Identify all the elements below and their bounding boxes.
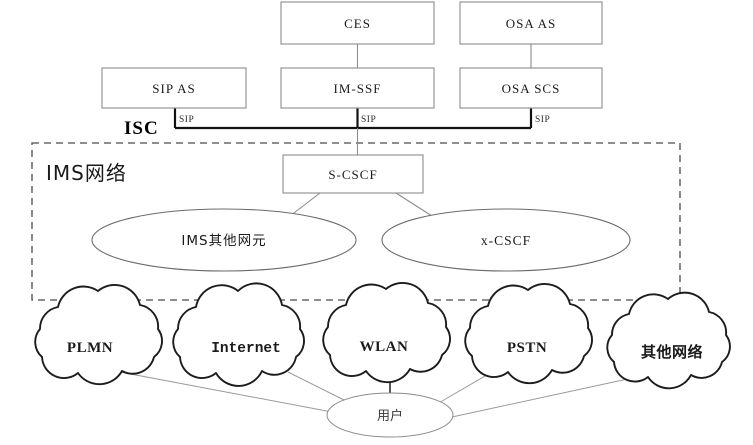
node-s-cscf[interactable]: S-CSCF bbox=[282, 154, 424, 194]
isc-bus-label: ISC bbox=[124, 118, 159, 139]
node-osa-as[interactable]: OSA AS bbox=[459, 1, 603, 45]
node-pstn[interactable]: PSTN bbox=[464, 283, 593, 385]
ces-box[interactable] bbox=[280, 1, 435, 45]
node-user[interactable]: 用户 bbox=[326, 392, 454, 438]
node-im-ssf[interactable]: IM-SSF bbox=[280, 67, 435, 109]
link-other-networks-to-user bbox=[451, 374, 647, 418]
ims-other-elements-label: IMS其他网元 bbox=[181, 233, 266, 249]
user-ellipse[interactable] bbox=[326, 392, 454, 438]
pstn-label: PSTN bbox=[507, 340, 547, 356]
im-ssf-box[interactable] bbox=[280, 67, 435, 109]
internet-cloud[interactable] bbox=[172, 282, 305, 387]
other-networks-label: 其他网络 bbox=[641, 343, 703, 361]
osa-as-label: OSA AS bbox=[506, 16, 556, 31]
osa-scs-label: OSA SCS bbox=[502, 81, 561, 96]
osa-scs-box[interactable] bbox=[459, 67, 603, 109]
sip-label-osascs: SIP bbox=[535, 115, 550, 125]
ces-label: CES bbox=[344, 16, 371, 31]
link-scscf-to-xcscf bbox=[395, 192, 433, 217]
sip-label-sipas: SIP bbox=[179, 115, 194, 125]
node-other-networks[interactable]: 其他网络 bbox=[606, 291, 731, 390]
ims-other-elements-ellipse[interactable] bbox=[91, 208, 357, 272]
sip-as-label: SIP AS bbox=[152, 81, 195, 96]
node-osa-scs[interactable]: OSA SCS bbox=[459, 67, 603, 109]
plmn-label: PLMN bbox=[67, 340, 113, 356]
node-plmn[interactable]: PLMN bbox=[34, 284, 163, 386]
osa-as-box[interactable] bbox=[459, 1, 603, 45]
x-cscf-ellipse[interactable] bbox=[381, 208, 631, 272]
x-cscf-label: x-CSCF bbox=[481, 233, 531, 248]
user-label: 用户 bbox=[377, 408, 403, 424]
internet-label: Internet bbox=[211, 341, 281, 357]
link-pstn-to-user bbox=[436, 371, 493, 405]
node-sip-as[interactable]: SIP AS bbox=[101, 67, 247, 109]
wlan-label: WLAN bbox=[360, 339, 409, 355]
node-ims-other-elements[interactable]: IMS其他网元 bbox=[91, 208, 357, 272]
im-ssf-label: IM-SSF bbox=[334, 81, 382, 96]
node-x-cscf[interactable]: x-CSCF bbox=[381, 208, 631, 272]
other-networks-cloud[interactable] bbox=[606, 291, 731, 390]
wlan-cloud[interactable] bbox=[322, 282, 451, 384]
sip-as-box[interactable] bbox=[101, 67, 247, 109]
plmn-cloud[interactable] bbox=[34, 284, 163, 386]
pstn-cloud[interactable] bbox=[464, 283, 593, 385]
ims-network-zone-label: IMS网络 bbox=[46, 161, 127, 185]
node-internet[interactable]: Internet bbox=[172, 282, 305, 387]
sip-label-imssf: SIP bbox=[361, 115, 376, 125]
s-cscf-box[interactable] bbox=[282, 154, 424, 194]
link-plmn-to-user bbox=[119, 371, 333, 413]
node-ces[interactable]: CES bbox=[280, 1, 435, 45]
link-internet-to-user bbox=[287, 371, 349, 403]
node-wlan[interactable]: WLAN bbox=[322, 282, 451, 384]
s-cscf-label: S-CSCF bbox=[328, 167, 377, 182]
link-scscf-to-ims-others bbox=[289, 192, 321, 217]
